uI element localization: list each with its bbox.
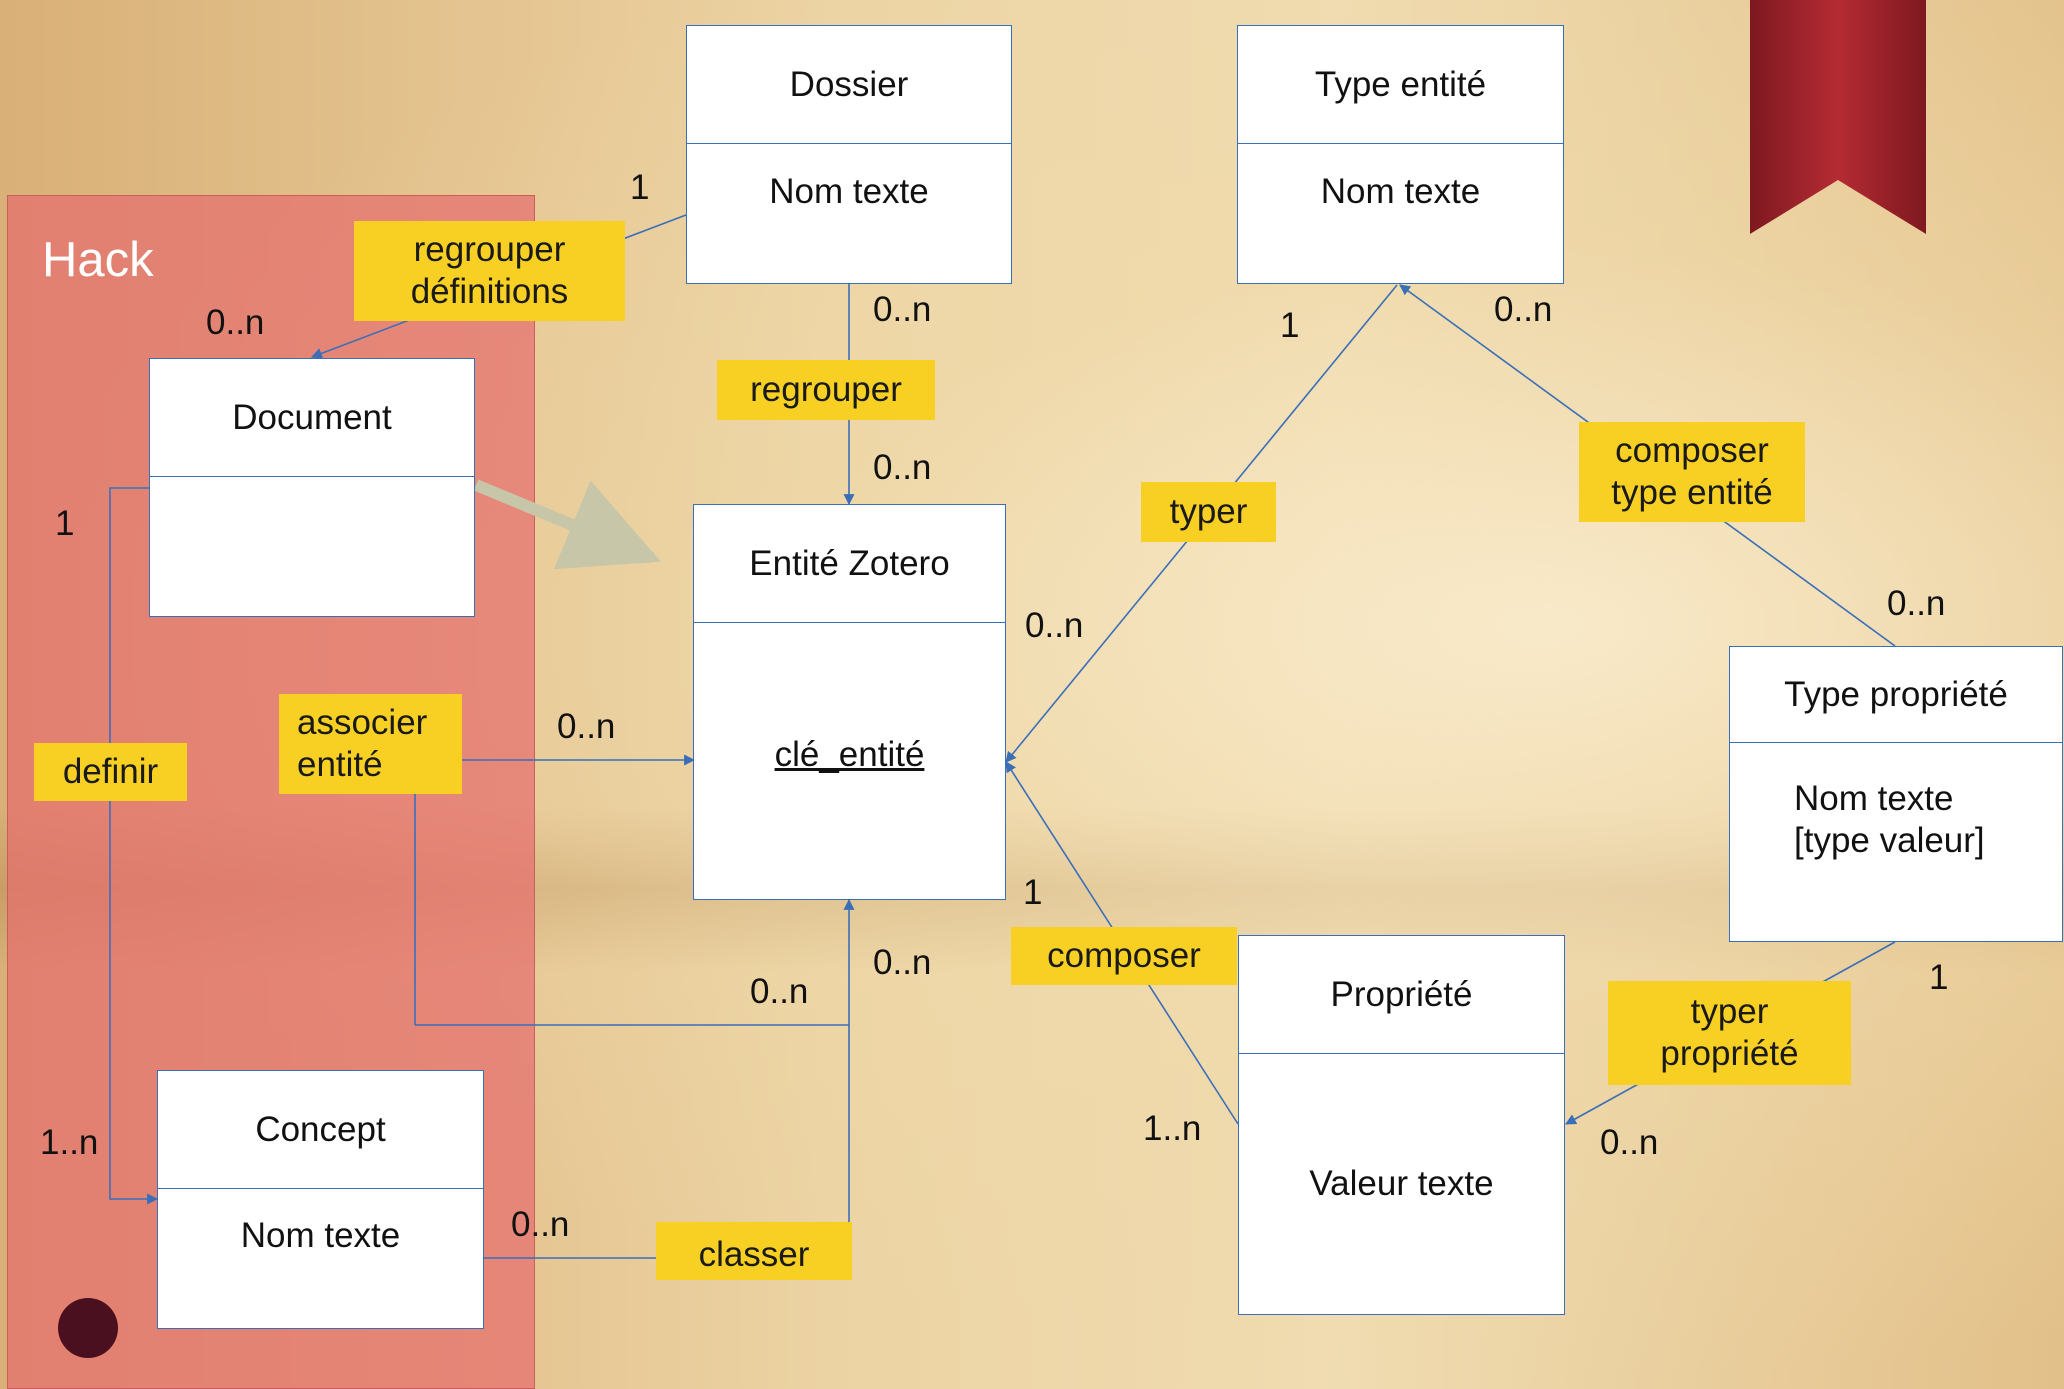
card-concept-left: 1..n bbox=[40, 1123, 99, 1162]
card-associer-bottom: 0..n bbox=[750, 972, 809, 1011]
entity-concept-attr: Nom texte bbox=[240, 1216, 401, 1255]
entity-dossier[interactable]: Dossier Nom texte bbox=[686, 25, 1012, 284]
card-typeprop-top: 0..n bbox=[1887, 584, 1946, 623]
entity-dossier-attr: Nom texte bbox=[769, 172, 929, 211]
card-entite-composer: 1 bbox=[1023, 873, 1043, 912]
relation-definir: definir bbox=[34, 743, 187, 801]
edge-document-entite-inheritance bbox=[473, 479, 661, 570]
edge-document-concept bbox=[109, 487, 159, 1205]
entity-propriete-name: Propriété bbox=[1239, 936, 1564, 1054]
entity-document-attr bbox=[150, 476, 474, 616]
relation-associer-entite-line1: associer bbox=[297, 703, 428, 742]
card-entite-bottom: 0..n bbox=[873, 943, 932, 982]
card-typeprop-bottom: 1 bbox=[1929, 958, 1949, 997]
entity-entite-zotero[interactable]: Entité Zotero clé_entité bbox=[693, 504, 1006, 900]
edge-associer-entite bbox=[414, 754, 696, 1025]
entity-entite-zotero-name: Entité Zotero bbox=[694, 505, 1005, 623]
relation-typer-propriete-line1: typer bbox=[1690, 992, 1769, 1031]
relation-regrouper-definitions-line1: regrouper bbox=[413, 230, 566, 269]
entity-document-name: Document bbox=[150, 359, 474, 477]
relation-regrouper-definitions: regrouper définitions bbox=[354, 221, 625, 321]
card-typeentite-typer: 1 bbox=[1280, 306, 1300, 345]
relation-typer: typer bbox=[1141, 482, 1276, 542]
bookmark-ribbon-icon bbox=[1750, 0, 1926, 234]
card-dossier-doc: 1 bbox=[630, 168, 650, 207]
relation-composer-type-entite-line1: composer bbox=[1615, 431, 1769, 470]
relation-typer-propriete: typer propriété bbox=[1608, 981, 1851, 1085]
relation-composer: composer bbox=[1011, 927, 1237, 985]
entity-type-propriete-attr-1: Nom texte bbox=[1794, 779, 1954, 818]
relation-composer-type-entite: composer type entité bbox=[1579, 422, 1805, 522]
entity-concept-name: Concept bbox=[158, 1071, 483, 1189]
entity-document[interactable]: Document bbox=[149, 358, 475, 617]
entity-type-propriete-name: Type propriété bbox=[1730, 647, 2062, 743]
card-propriete-left: 1..n bbox=[1143, 1109, 1202, 1148]
entity-type-propriete-attr-2: [type valeur] bbox=[1794, 821, 1985, 860]
card-dossier-down: 0..n bbox=[873, 290, 932, 329]
entity-concept[interactable]: Concept Nom texte bbox=[157, 1070, 484, 1329]
entity-type-entite-name: Type entité bbox=[1238, 26, 1563, 144]
relation-regrouper: regrouper bbox=[717, 360, 935, 420]
relation-composer-type-entite-line2: type entité bbox=[1611, 473, 1773, 512]
hack-panel-title: Hack bbox=[42, 233, 154, 287]
entity-type-entite-attr: Nom texte bbox=[1320, 172, 1481, 211]
entity-entite-zotero-attr: clé_entité bbox=[774, 735, 925, 774]
card-entite-typer: 0..n bbox=[1025, 606, 1084, 645]
relation-associer-entite-line2: entité bbox=[297, 745, 383, 784]
card-associer: 0..n bbox=[557, 707, 616, 746]
relation-associer-entite: associer entité bbox=[279, 694, 462, 794]
card-entite-up: 0..n bbox=[873, 448, 932, 487]
card-propriete-right: 0..n bbox=[1600, 1123, 1659, 1162]
relation-typer-propriete-line2: propriété bbox=[1660, 1034, 1799, 1073]
entity-dossier-name: Dossier bbox=[687, 26, 1011, 144]
entity-propriete-attr: Valeur texte bbox=[1309, 1164, 1494, 1203]
card-document-definir: 1 bbox=[55, 504, 75, 543]
entity-type-propriete-attrs: Nom texte [type valeur] bbox=[1730, 742, 2062, 941]
card-doc-from-dossier: 0..n bbox=[206, 303, 265, 342]
card-concept-right: 0..n bbox=[511, 1205, 570, 1244]
relation-classer: classer bbox=[656, 1222, 852, 1280]
ink-blot-icon bbox=[58, 1298, 118, 1358]
entity-propriete[interactable]: Propriété Valeur texte bbox=[1238, 935, 1565, 1315]
entity-type-entite[interactable]: Type entité Nom texte bbox=[1237, 25, 1564, 284]
entity-type-propriete[interactable]: Type propriété Nom texte [type valeur] bbox=[1729, 646, 2063, 942]
card-typeentite-composer: 0..n bbox=[1494, 290, 1553, 329]
relation-regrouper-definitions-line2: définitions bbox=[410, 272, 569, 311]
